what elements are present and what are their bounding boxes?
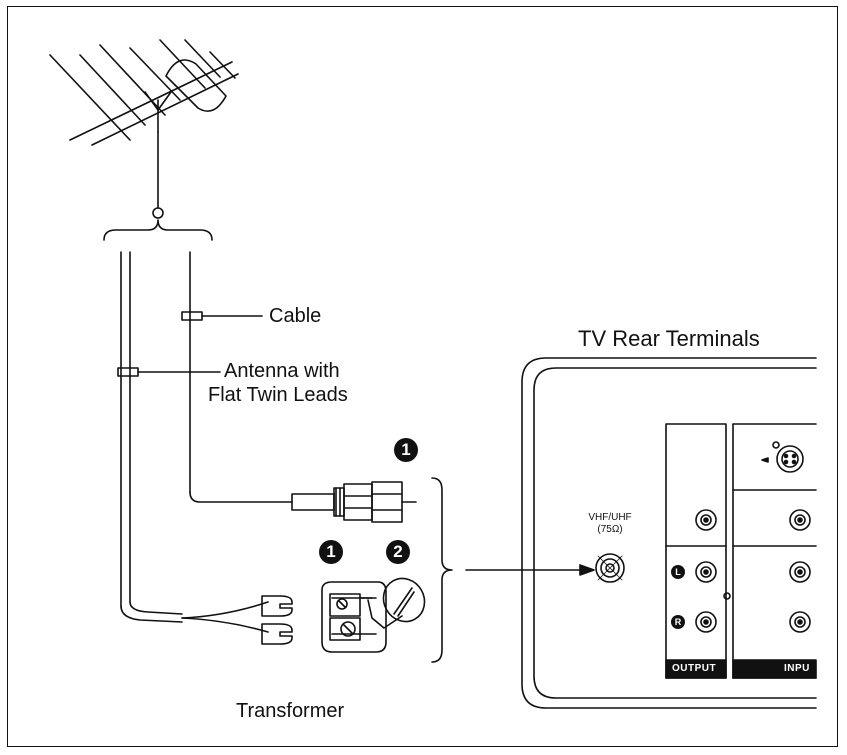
rca-jack-output-video — [695, 509, 717, 531]
step-2-badge-transformer: 2 — [386, 540, 410, 564]
brace-right — [431, 477, 453, 663]
step-1-badge-cable: 1 — [394, 438, 418, 462]
tv-rear-terminals-title: TV Rear Terminals — [578, 326, 760, 351]
vhf-uhf-label-line2: (75Ω) — [597, 524, 623, 535]
antenna-label-line2: Flat Twin Leads — [208, 384, 348, 406]
rca-jack-output-left — [695, 561, 717, 583]
rca-jack-input-video — [789, 509, 811, 531]
rca-jack-output-right — [695, 611, 717, 633]
transformer-icon — [321, 577, 426, 653]
f-connector-plug — [291, 481, 417, 523]
input-label: INPU — [784, 663, 810, 674]
right-channel-badge: R — [671, 615, 685, 629]
cable-marker — [181, 311, 203, 321]
diagram-frame — [7, 6, 838, 747]
vhf-uhf-terminal — [595, 553, 625, 583]
left-channel-badge: L — [671, 565, 685, 579]
output-label: OUTPUT — [672, 663, 717, 674]
transformer-label: Transformer — [236, 700, 345, 722]
step-1-badge-transformer: 1 — [319, 540, 343, 564]
antenna-icon — [49, 39, 239, 219]
brace-top — [103, 219, 213, 241]
antenna-label-line1: Antenna with — [224, 360, 340, 382]
spade-lug-bottom — [261, 623, 293, 645]
s-video-jack — [761, 441, 804, 473]
twin-lead-wire — [120, 251, 269, 633]
spade-lug-top — [261, 595, 293, 617]
rca-jack-input-left — [789, 561, 811, 583]
tv-rear-panel — [521, 357, 817, 709]
cable-label: Cable — [269, 305, 322, 327]
av-panel — [665, 423, 817, 679]
rca-jack-input-right — [789, 611, 811, 633]
connection-arrow — [465, 564, 595, 576]
vhf-uhf-label-line1: VHF/UHF — [588, 512, 632, 523]
